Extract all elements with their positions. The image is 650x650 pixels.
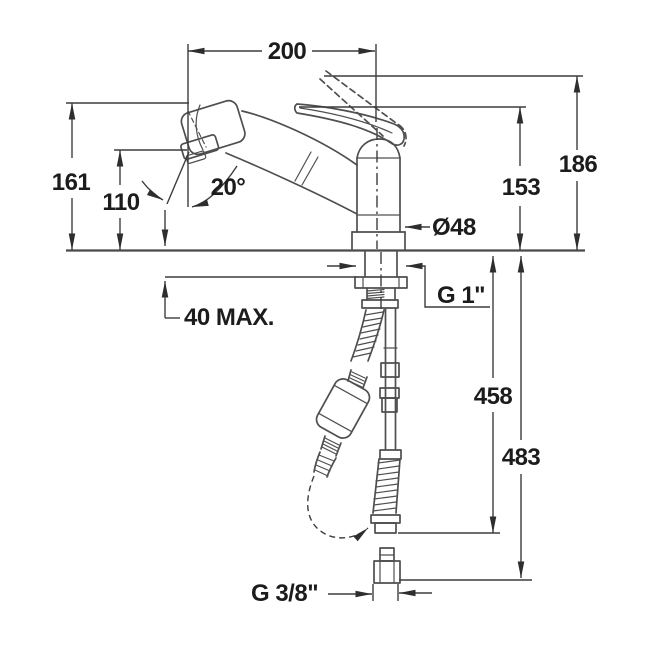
weight-band-1 [318,412,353,433]
dim-hose-length-458: 458 [398,256,513,534]
dim-mounting-thread-g1: G 1" [327,262,490,309]
dim-label-20deg: 20° [211,174,246,201]
dim-spray-angle-20: 20° [141,151,246,246]
dim-supply-thread-g38: G 3/8" [251,580,432,607]
hose-loop-dashed [307,475,369,542]
spout-ring-1 [294,151,312,182]
hose-band1-right [367,309,385,362]
dim-label-g1: G 1" [437,282,485,309]
spout-top-edge [241,110,358,166]
raised-lever-top-edge [325,70,401,127]
angle-arc-left [141,180,164,201]
angle-arc-right [191,165,238,208]
lever-handle [293,103,405,146]
pipe-fitting-1 [380,362,400,378]
dim-spout-height-161: 161 [52,102,189,250]
riser-pipe [370,308,402,534]
dimensions: 200 161 110 20° 153 [52,38,598,607]
thread-arrow-right-leader [406,262,490,308]
mounting-shank [354,251,408,312]
faucet-below-deck [307,251,408,584]
faucet-above-deck [180,70,407,250]
pipe-corrugation-hatch [372,459,401,512]
dim-label-458: 458 [474,383,513,410]
weight-band-2 [333,384,368,405]
weight-neck-bottom-right [335,442,342,457]
dim-outlet-height-110: 110 [102,149,187,250]
weight-neck-top-left [347,369,352,382]
dim-spout-reach-200: 200 [187,38,377,207]
dim-label-110: 110 [102,189,139,216]
weight-neck-bottom-hatch [321,437,340,455]
spray-head [180,99,246,164]
pipe-fitting-3 [381,397,398,413]
dim-body-diameter-48: Ø48 [405,214,477,241]
spray-head-centerline [187,110,207,148]
spray-head-collar [180,134,220,161]
dim-handle-height-186: 186 [324,75,598,250]
dim-counter-thickness-40max: 40 MAX. [161,276,356,331]
hose-band2-hatch [314,454,335,477]
pipe-collar [379,449,402,460]
supply-connector [373,547,401,584]
dim-label-g38: G 3/8" [251,580,318,607]
hose-collar [361,299,399,309]
spout-ring-2 [301,156,319,186]
spray-outlet [185,150,207,164]
dim-body-height-153: 153 [299,106,541,250]
dim-label-200: 200 [268,38,307,65]
body-dome [356,138,401,159]
dim-label-483: 483 [502,444,541,471]
hose-band2-left [313,451,321,473]
dim-label-153: 153 [502,174,541,201]
lever-inner-line [299,107,393,134]
hose-band1-hatch [352,311,384,358]
connector-base [373,560,401,584]
faucet-body [351,128,406,250]
dim-label-161: 161 [52,169,91,196]
dim-total-length-483: 483 [399,256,541,581]
pipe-corrugation-right [395,458,401,514]
spout [225,110,358,215]
dim-label-186: 186 [559,151,598,178]
dim-label-dia48: Ø48 [432,214,476,241]
pipe-corrugation-left [372,458,380,514]
raised-lever-cap [398,124,407,147]
spout-bottom-edge [225,152,358,215]
weight-neck-top-right [362,376,368,389]
dim-label-40max: 40 MAX. [184,304,274,331]
angle-ray-slanted [166,151,190,205]
pullout-hose [307,309,385,542]
hose-end-nut [374,522,397,534]
hose-weight [315,378,371,439]
lever-blade [293,103,405,146]
